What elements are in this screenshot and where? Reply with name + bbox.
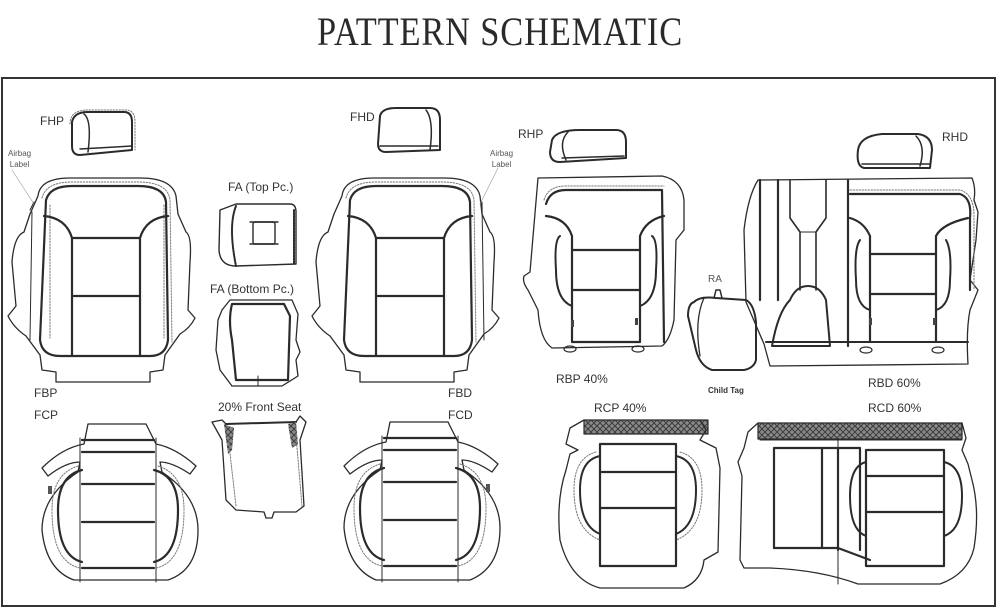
page-title: PATTERN SCHEMATIC: [316, 9, 684, 54]
label-ra: RA: [708, 274, 722, 285]
label-fa-top: FA (Top Pc.): [228, 180, 294, 194]
fhp-headrest-drawing: [69, 109, 136, 156]
rbd-seat-back-drawing: [743, 177, 979, 367]
label-rhp: RHP: [518, 127, 544, 141]
fcd-cushion-drawing: [343, 421, 501, 583]
label-rbp: RBP 40%: [556, 372, 608, 386]
label-rhd: RHD: [942, 130, 968, 144]
label-airbag-right-line2: Label: [491, 160, 512, 169]
label-front-seat-20: 20% Front Seat: [218, 400, 302, 414]
label-rcd: RCD 60%: [868, 401, 922, 415]
label-rcp: RCP 40%: [594, 401, 647, 415]
label-airbag-left-line1: Airbag: [8, 149, 32, 158]
label-fbd: FBD: [448, 386, 472, 400]
fcp-cushion-drawing: [41, 423, 199, 583]
ra-armrest-drawing: [687, 289, 757, 371]
label-airbag-left: Airbag Label: [8, 148, 31, 170]
label-fbp: FBP: [34, 386, 58, 400]
label-airbag-right: Airbag Label: [490, 148, 513, 170]
label-child-tag: Child Tag: [708, 386, 744, 395]
fbp-seat-back-drawing: [7, 169, 196, 383]
label-rbd: RBD 60%: [868, 376, 921, 390]
label-fcd: FCD: [448, 408, 473, 422]
label-airbag-left-line2: Label: [9, 160, 30, 169]
label-fhd: FHD: [350, 110, 375, 124]
fa-top-piece-drawing: [218, 203, 297, 267]
fhd-headrest-drawing: [377, 107, 441, 153]
label-fhp: FHP: [40, 114, 64, 128]
fbd-seat-back-drawing: [311, 167, 500, 383]
rcd-cushion-drawing: [737, 422, 978, 585]
rcp-cushion-drawing: [558, 419, 721, 589]
fa-bottom-piece-drawing: [215, 299, 301, 387]
rhd-headrest-drawing: [856, 133, 933, 169]
label-fcp: FCP: [34, 408, 58, 422]
rbp-seat-back-drawing: [522, 175, 685, 353]
front-seat-20-drawing: [211, 415, 307, 519]
rhp-headrest-drawing: [549, 129, 627, 163]
label-airbag-right-line1: Airbag: [490, 149, 514, 158]
label-fa-bottom: FA (Bottom Pc.): [210, 282, 295, 296]
